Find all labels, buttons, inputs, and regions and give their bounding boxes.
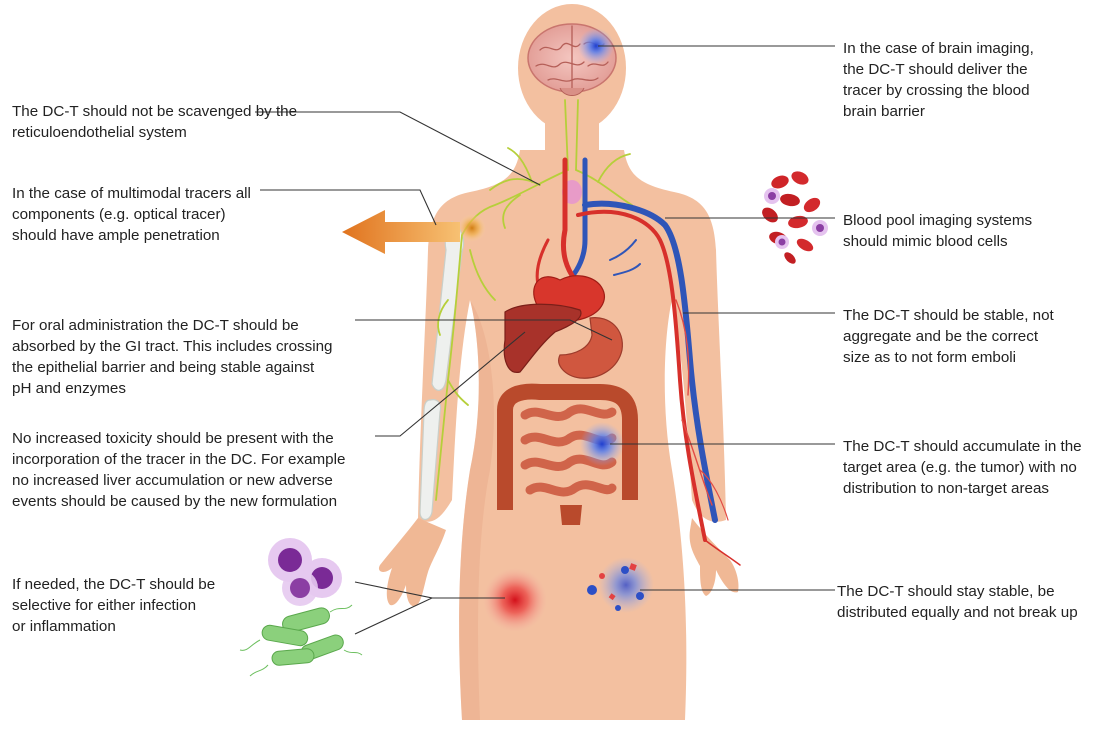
annotation-selectivity: If needed, the DC-T should be selective … — [12, 574, 252, 637]
inflammation-glow — [483, 568, 547, 632]
annotation-oral-administration: For oral administration the DC-T should … — [12, 315, 372, 399]
bacteria — [240, 605, 362, 676]
annotation-toxicity: No increased toxicity should be present … — [12, 428, 392, 512]
rectum — [560, 505, 582, 525]
immune-cells — [268, 538, 342, 606]
annotation-stability-emboli: The DC-T should be stable, not aggregate… — [843, 305, 1103, 368]
annotation-blood-pool: Blood pool imaging systems should mimic … — [843, 210, 1103, 252]
neck — [545, 120, 599, 170]
blood-cells-cluster — [759, 169, 828, 266]
annotation-reticuloendothelial: The DC-T should not be scavenged by the … — [12, 101, 352, 143]
left-hand — [379, 518, 446, 606]
annotation-brain-imaging: In the case of brain imaging, the DC-T s… — [843, 38, 1103, 122]
multimodal-tracer-glow — [458, 214, 486, 242]
annotation-distribution: The DC-T should stay stable, be distribu… — [837, 581, 1107, 623]
annotation-target-accumulation: The DC-T should accumulate in the target… — [843, 436, 1105, 499]
right-hand — [690, 518, 739, 596]
annotation-multimodal-penetration: In the case of multimodal tracers all co… — [12, 183, 332, 246]
